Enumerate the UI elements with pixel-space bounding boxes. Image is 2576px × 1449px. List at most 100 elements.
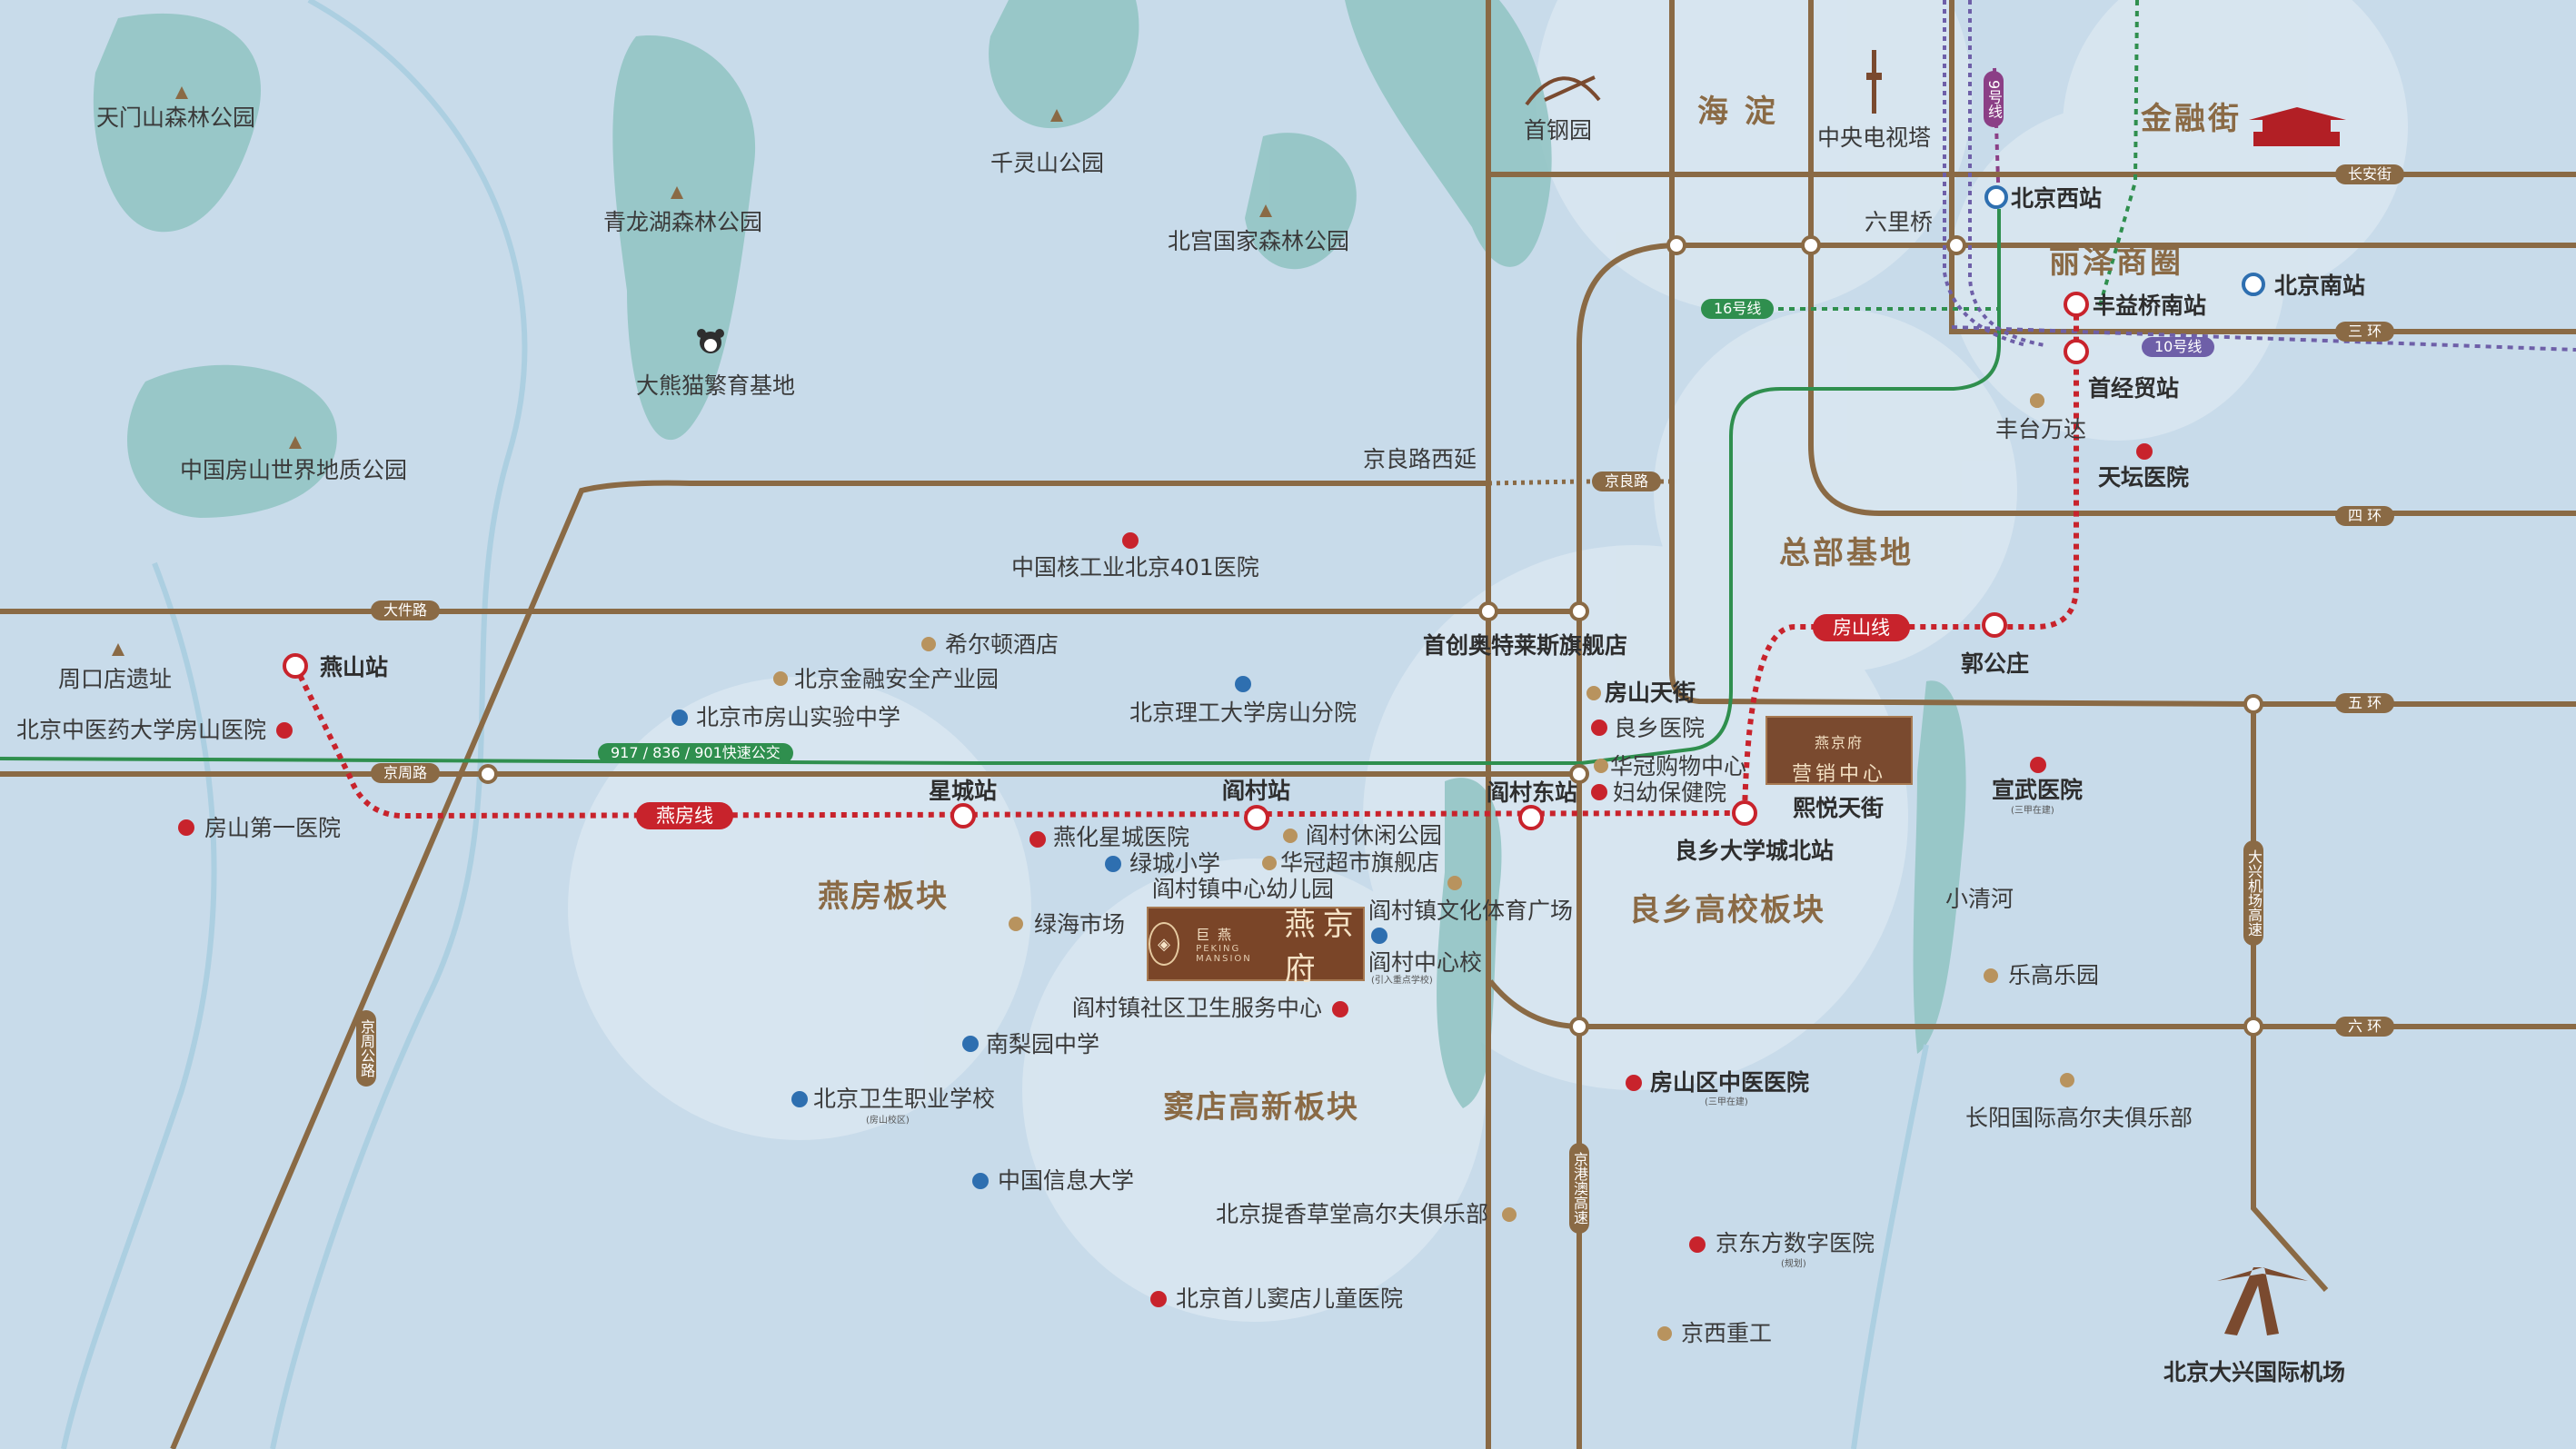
road-daxing-airport-exp: 大兴机场高速 <box>2243 840 2263 946</box>
station-yanshan: 燕山站 <box>320 654 389 680</box>
metro-line10: 10号线 <box>2142 337 2215 357</box>
place-culture-square: 阎村镇文化体育广场 <box>1368 898 1574 924</box>
place-xiyue: 熙悦天街 <box>1793 795 1885 821</box>
place-xiaoqinghe: 小清河 <box>1945 886 2014 912</box>
place-outlets: 首创奥特莱斯旗舰店 <box>1423 632 1628 659</box>
sales-center-card[interactable]: 燕京府 营销中心 <box>1765 716 1913 786</box>
place-beigong: 北宫国家森林公园 <box>1168 228 1350 254</box>
place-xuanwu-note: (三甲在建) <box>2011 806 2054 816</box>
station-liangxiang-univ-n: 良乡大学城北站 <box>1675 838 1835 864</box>
place-jdhosp: 京东方数字医院 <box>1716 1230 1875 1256</box>
place-zhoukoudian: 周口店遗址 <box>58 666 173 692</box>
place-hosp401: 中国核工业北京401医院 <box>1011 554 1259 581</box>
airport-icon <box>2217 1267 2308 1335</box>
metro-line9: 9号线 <box>1984 71 2004 128</box>
place-jingxi: 京西重工 <box>1681 1320 1773 1346</box>
place-nanliyuan: 南梨园中学 <box>986 1031 1100 1057</box>
place-cuit: 中国信息大学 <box>998 1167 1135 1194</box>
poi-dots <box>112 86 2153 1341</box>
green-areas <box>93 0 1966 1108</box>
place-health-school: 北京卫生职业学校 <box>813 1086 996 1112</box>
bus-line-label: 917 / 836 / 901快速公交 <box>598 743 793 763</box>
place-lvhai: 绿海市场 <box>1034 911 1126 938</box>
place-qianlingshan: 千灵山公园 <box>990 150 1105 176</box>
place-daxing-airport: 北京大兴国际机场 <box>2163 1359 2346 1385</box>
road-ring3: 三 环 <box>2335 322 2395 342</box>
project-name: 燕京府 <box>1284 907 1361 988</box>
zone-doudian: 窦店高新板块 <box>1163 1089 1359 1126</box>
project-brand: 巨 燕 <box>1196 926 1233 943</box>
place-fangshan-tcm: 房山区中医医院 <box>1650 1069 1810 1096</box>
project-en-name: PEKING MANSION <box>1196 943 1252 964</box>
rivers <box>61 0 1929 1449</box>
place-tiantan: 天坛医院 <box>2098 464 2190 491</box>
road-dajian: 大件路 <box>371 600 441 620</box>
place-jdhosp-note: (规划) <box>1781 1259 1806 1269</box>
place-legao: 乐高乐园 <box>2008 962 2100 988</box>
place-health-center: 阎村镇社区卫生服务中心 <box>1072 995 1323 1021</box>
station-liulixiang: 六里桥 <box>1865 209 1934 235</box>
place-cctv: 中央电视塔 <box>1817 124 1932 151</box>
zone-liangxiang: 良乡高校板块 <box>1629 892 1825 928</box>
station-beijingxi: 北京西站 <box>2011 185 2103 212</box>
place-fangshan-exp-school: 北京市房山实验中学 <box>696 704 901 730</box>
red-metro-lines <box>293 304 2079 819</box>
station-yancundong: 阎村东站 <box>1487 779 1578 806</box>
road-jingzhou-highway: 京周公路 <box>356 1010 376 1087</box>
place-tcm-fangshan: 北京中医药大学房山医院 <box>16 717 267 743</box>
place-kindergarten: 阎村镇中心幼儿园 <box>1152 876 1335 902</box>
district-lize: 丽泽商圈 <box>2049 244 2183 281</box>
district-haidian: 海 淀 <box>1697 94 1778 130</box>
project-card[interactable]: ◈ 巨 燕 PEKING MANSION 燕京府 <box>1147 907 1365 988</box>
place-liangxiang-hosp: 良乡医院 <box>1614 715 1706 741</box>
road-changanjie: 长安街 <box>2335 164 2405 184</box>
place-lvcheng: 绿城小学 <box>1129 850 1221 877</box>
place-maternal: 妇幼保健院 <box>1613 779 1727 806</box>
landmark-icons <box>697 50 2346 1335</box>
district-jinrongjie: 金融街 <box>2141 101 2242 137</box>
junctions <box>478 235 2263 1037</box>
place-fangshan-first: 房山第一医院 <box>204 815 342 841</box>
sales-center-line2: 营销中心 <box>1791 763 1886 786</box>
project-logo-icon: ◈ <box>1149 922 1180 966</box>
road-jingliang: 京良路 <box>1592 471 1662 491</box>
place-qinglonghu: 青龙湖森林公园 <box>603 209 763 235</box>
road-ring4: 四 环 <box>2335 506 2395 526</box>
road-ring5: 五 环 <box>2335 693 2395 713</box>
place-shougang: 首钢园 <box>1524 117 1593 144</box>
cctv-tower-icon <box>1866 50 1882 114</box>
shougang-icon <box>1525 75 1601 106</box>
zone-yanfang: 燕房板块 <box>818 878 949 915</box>
station-fengyiqiaonan: 丰益桥南站 <box>2093 293 2207 319</box>
road-jinggang: 京港澳高速 <box>1569 1143 1589 1234</box>
metro-fangshan: 房山线 <box>1813 614 1910 641</box>
station-guogongzhuang: 郭公庄 <box>1961 650 2030 677</box>
panda-icon <box>697 329 724 353</box>
metro-yanfang: 燕房线 <box>636 802 733 829</box>
place-yanhua-hosp: 燕化星城医院 <box>1053 824 1190 850</box>
place-tixiang-golf: 北京提香草堂高尔夫俱乐部 <box>1216 1201 1489 1227</box>
place-fangshan-tianjie: 房山天街 <box>1605 680 1696 706</box>
station-xingcheng: 星城站 <box>929 778 998 804</box>
station-yancun: 阎村站 <box>1222 778 1291 804</box>
metro-station-markers <box>283 185 2265 830</box>
place-huaguan-super: 华冠超市旗舰店 <box>1280 849 1440 876</box>
tiananmen-icon <box>2249 107 2346 146</box>
place-finance-park: 北京金融安全产业园 <box>794 666 1000 692</box>
place-huaguan-mall: 华冠购物中心 <box>1610 753 1747 779</box>
place-health-school-note: (房山校区) <box>866 1116 910 1126</box>
place-xuanwu: 宣武医院 <box>1992 777 2084 803</box>
station-beijingnan: 北京南站 <box>2274 273 2366 299</box>
place-hilton: 希尔顿酒店 <box>945 631 1059 658</box>
place-shouer: 北京首儿窦店儿童医院 <box>1176 1285 1404 1312</box>
place-yancun-school-note: (引入重点学校) <box>1371 976 1433 986</box>
road-jingzhou: 京周路 <box>371 763 441 783</box>
metro-line16: 16号线 <box>1701 299 1775 319</box>
place-bit-fangshan: 北京理工大学房山分院 <box>1129 700 1358 726</box>
place-yancun-school: 阎村中心校 <box>1368 949 1483 976</box>
place-fengtaiwanda: 丰台万达 <box>1995 416 2087 442</box>
sales-center-line1: 燕京府 <box>1814 734 1864 751</box>
place-leisure-park: 阎村休闲公园 <box>1306 822 1443 849</box>
